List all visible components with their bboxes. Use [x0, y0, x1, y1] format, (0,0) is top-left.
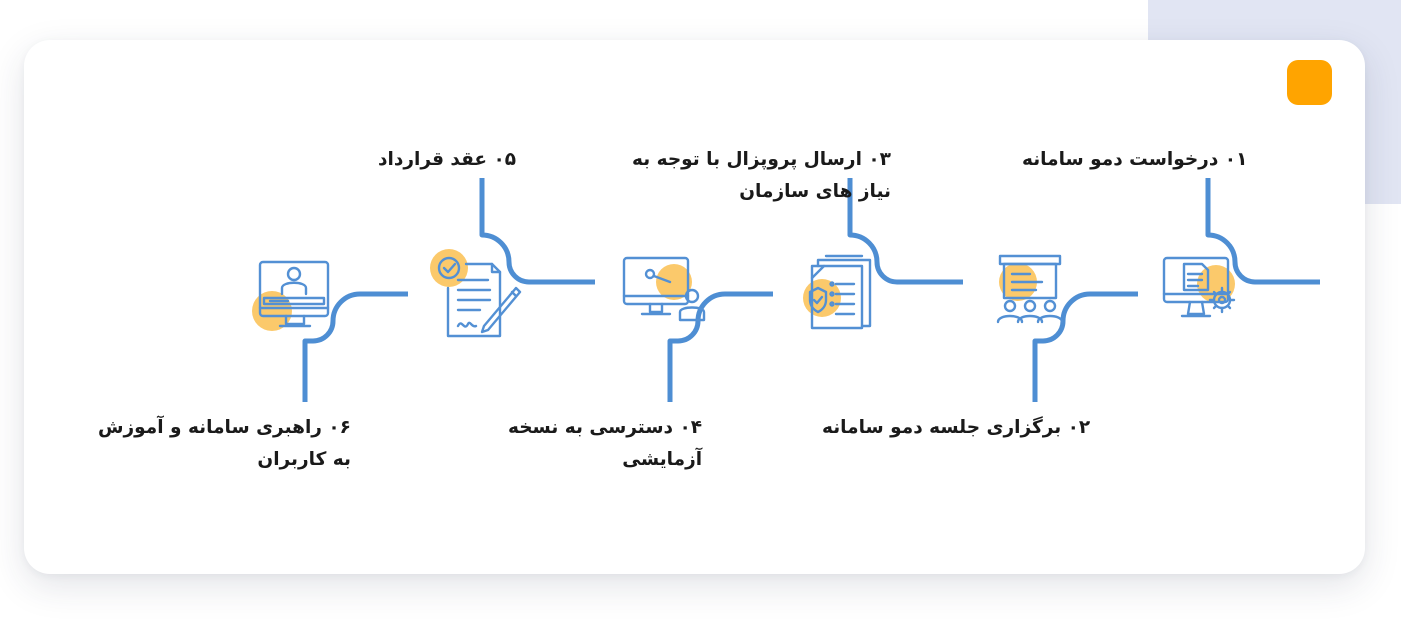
step-01-title: درخواست دمو سامانه: [1022, 149, 1219, 170]
step-03-title: ارسال پروپزال با توجه به: [632, 149, 862, 170]
step-02-title: برگزاری جلسه دمو سامانه: [822, 417, 1062, 438]
step-04-title-line2: آزمایشی: [622, 449, 703, 470]
step-06-label: ۰۶ راهبری سامانه و آموزش به کاربران: [98, 412, 351, 476]
contract-signature-icon: [430, 249, 522, 338]
step-04-number: ۰۴: [679, 417, 703, 438]
step-06-number: ۰۶: [328, 417, 351, 438]
computer-gear-icon: [1162, 256, 1236, 318]
step-05-label: ۰۵ عقد قرارداد: [378, 144, 516, 176]
connector-step-05: [479, 178, 595, 285]
connector-step-06: [302, 291, 408, 402]
step-04-label: ۰۴ دسترسی به نسخه آزمایشی: [508, 412, 702, 476]
step-06-title-line2: به کاربران: [257, 449, 351, 470]
step-02-label: ۰۲ برگزاری جلسه دمو سامانه: [822, 412, 1090, 444]
step-04-title: دسترسی به نسخه: [508, 417, 674, 438]
accent-square: [1287, 60, 1332, 105]
step-02-number: ۰۲: [1067, 417, 1091, 438]
document-shield-icon: [803, 254, 872, 330]
step-06-title: راهبری سامانه و آموزش: [98, 417, 322, 438]
step-03-title-line2: نیاز های سازمان: [739, 181, 891, 202]
presentation-meeting-icon: [996, 254, 1064, 324]
online-training-icon: [252, 260, 330, 331]
step-01-label: ۰۱ درخواست دمو سامانه: [1022, 144, 1247, 176]
connector-step-03: [847, 178, 963, 285]
step-03-label: ۰۳ ارسال پروپزال با توجه به نیاز های ساز…: [632, 144, 891, 208]
step-05-title: عقد قرارداد: [378, 149, 488, 170]
step-01-number: ۰۱: [1224, 149, 1248, 170]
monitor-user-icon: [622, 256, 706, 322]
connector-step-01: [1205, 178, 1320, 285]
step-03-number: ۰۳: [868, 149, 891, 170]
step-05-number: ۰۵: [493, 149, 517, 170]
